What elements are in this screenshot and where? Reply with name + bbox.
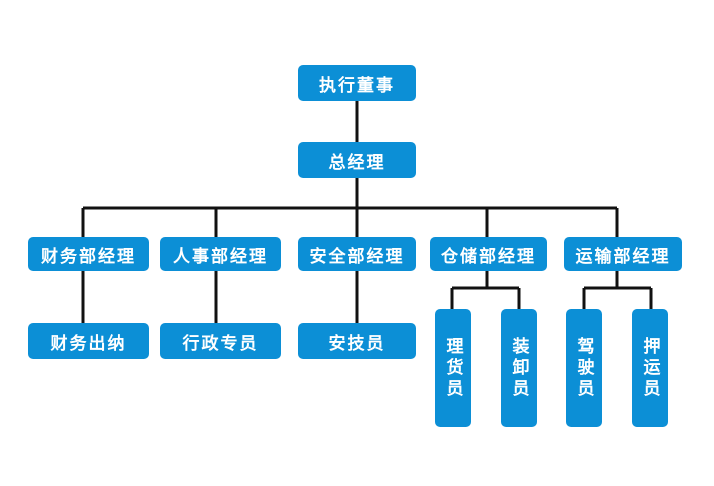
- node-tally-clerk: 理货员: [435, 309, 471, 427]
- node-dept-finance: 财务部经理: [28, 237, 149, 271]
- node-loader: 装卸员: [501, 309, 537, 427]
- node-safety-technician: 安技员: [298, 323, 416, 359]
- node-root: 执行董事: [298, 65, 416, 101]
- node-dept-storage: 仓储部经理: [430, 237, 547, 271]
- node-escort: 押运员: [632, 309, 668, 427]
- node-dept-hr: 人事部经理: [160, 237, 281, 271]
- node-admin-specialist: 行政专员: [160, 323, 281, 359]
- node-dept-safety: 安全部经理: [298, 237, 416, 271]
- node-dept-transport: 运输部经理: [564, 237, 682, 271]
- node-finance-cashier: 财务出纳: [28, 323, 149, 359]
- node-driver: 驾驶员: [566, 309, 602, 427]
- node-general-manager: 总经理: [298, 142, 416, 178]
